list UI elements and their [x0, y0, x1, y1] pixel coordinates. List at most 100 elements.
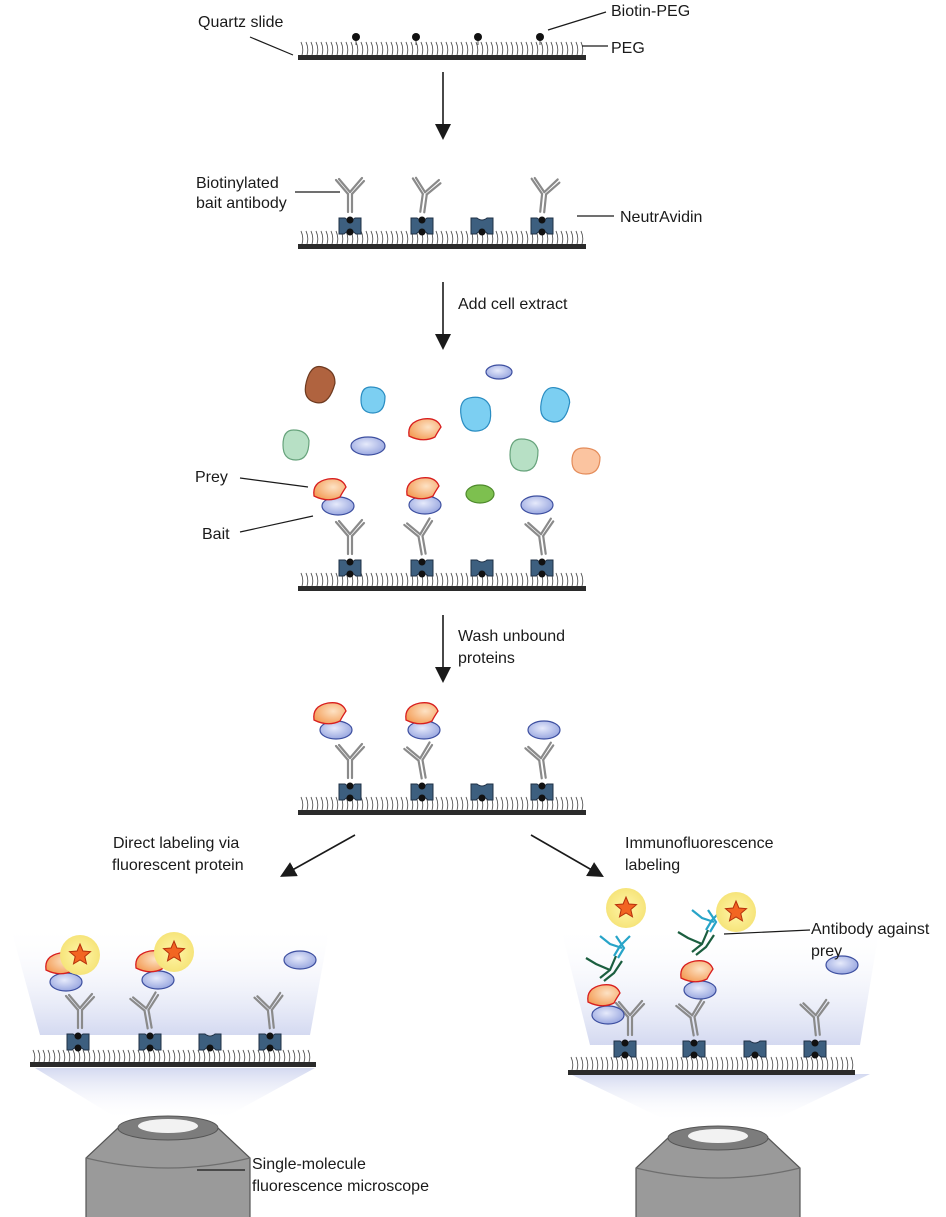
neutravidin-block	[66, 1032, 90, 1052]
antibody-fc	[812, 1015, 821, 1037]
secondary-antibody	[599, 935, 631, 959]
antibody-arm-right	[539, 741, 555, 762]
excitation-beam-left	[35, 1068, 315, 1120]
antibody-biotin	[146, 1032, 154, 1040]
extract-protein-blue	[460, 396, 492, 432]
fluorophore-star	[68, 942, 92, 965]
bait-antibody	[675, 998, 706, 1037]
neutravidin-block	[410, 216, 434, 236]
bound-biotin	[266, 1044, 274, 1052]
antibody-fc	[417, 534, 427, 556]
bait-antibody	[530, 176, 561, 214]
quartz-slide	[298, 55, 586, 60]
bound-biotin	[478, 570, 486, 578]
fluorophore-star	[614, 895, 638, 918]
neutravidin-block	[803, 1039, 827, 1059]
antibody-arm-right	[539, 517, 555, 538]
bait-antibody	[411, 176, 442, 214]
peg-brush	[570, 1056, 854, 1071]
antibody-biotin	[266, 1032, 274, 1040]
antibody-arm-right	[423, 178, 442, 196]
neutravidin-block	[613, 1039, 637, 1059]
anti-prey-antibody	[677, 929, 715, 956]
immuno-labeling-line2: labeling	[625, 857, 680, 874]
extract-protein-brown	[304, 365, 336, 404]
bound-biotin	[206, 1044, 214, 1052]
bait-antibody	[253, 991, 284, 1030]
antibody-arm-right	[419, 517, 434, 538]
extract-protein-lavender	[485, 364, 513, 380]
microscope-label-line1: Single-molecule	[252, 1156, 366, 1173]
neutravidin-block	[743, 1040, 767, 1059]
antibody-arm-left	[334, 177, 352, 196]
extract-protein-blue	[540, 386, 571, 423]
bound-biotin	[346, 570, 354, 578]
prey-protein	[405, 702, 439, 725]
leader-lines	[197, 11, 811, 1171]
objective-body	[85, 1127, 251, 1217]
neutravidin-block	[682, 1039, 706, 1059]
slide-with-peg	[30, 1049, 316, 1067]
illumination-cone-right	[560, 925, 880, 1045]
biotin-dot	[474, 33, 482, 41]
antibody-fc	[346, 534, 354, 556]
bound-biotin	[346, 228, 354, 236]
extract-protein-lavender	[350, 436, 386, 456]
objective-lens	[635, 1125, 801, 1217]
biotinylated-label-line1: Biotinylated	[196, 175, 279, 192]
antibody-arm-right	[348, 742, 366, 762]
bait-antibody	[403, 741, 434, 780]
antibody-arm-right	[145, 991, 160, 1012]
antibody-arm-left	[799, 1002, 817, 1019]
extract-protein-green	[509, 438, 539, 472]
neutravidin-block	[470, 783, 494, 802]
process-arrow	[530, 834, 604, 877]
bait-protein	[591, 1005, 625, 1025]
text-labels: Quartz slide Biotin-PEG PEG Biotinylated…	[112, 3, 930, 1195]
antibody-fc	[266, 1008, 275, 1030]
bound-biotin	[346, 794, 354, 802]
antibody-biotin	[418, 216, 426, 224]
antibody-arm-right	[628, 999, 646, 1019]
antibody-fc	[346, 758, 354, 780]
illumination-cones	[10, 925, 880, 1122]
bait-antibody	[403, 517, 434, 556]
bound-biotin	[478, 794, 486, 802]
bound-biotin	[146, 1044, 154, 1052]
bound-biotin	[418, 570, 426, 578]
bait-antibody	[129, 991, 160, 1030]
slide-with-peg	[568, 1056, 855, 1075]
bait-antibody	[799, 998, 830, 1037]
antibody-biotin	[346, 558, 354, 566]
anti-prey-antibody	[585, 955, 623, 982]
bound-biotin	[811, 1051, 819, 1059]
bound-biotin	[751, 1051, 759, 1059]
peg-brush	[300, 41, 584, 56]
antibody-biotin	[538, 782, 546, 790]
wash-label-line1: Wash unbound	[458, 628, 565, 645]
neutravidin-block	[338, 216, 362, 236]
antibody-biotin	[538, 216, 546, 224]
prey-protein	[408, 418, 442, 441]
slide-with-peg	[298, 572, 586, 591]
bait-protein	[520, 495, 554, 515]
bait-label: Bait	[202, 526, 230, 543]
neutravidin-block	[530, 558, 554, 578]
immuno-antibodies	[677, 909, 723, 956]
neutravidin-block	[470, 559, 494, 578]
objective-lens	[85, 1115, 251, 1217]
bound-biotin	[538, 794, 546, 802]
biotin-peg-label: Biotin-PEG	[611, 3, 690, 20]
extract-protein-green-oval	[465, 484, 495, 504]
microscope-label-line2: fluorescence microscope	[252, 1178, 429, 1195]
proteins-layer	[45, 33, 859, 1059]
antibody-fc	[417, 758, 427, 780]
antibody-arm-right	[348, 176, 366, 196]
biotin-dot	[352, 33, 360, 41]
antibody-arm-left	[530, 176, 546, 196]
antibody-arm-right	[78, 992, 96, 1012]
bound-biotin	[478, 228, 486, 236]
immuno-antibodies	[585, 935, 631, 982]
excitation-beam-right	[570, 1074, 870, 1122]
neutravidin-label: NeutrAvidin	[620, 209, 702, 226]
